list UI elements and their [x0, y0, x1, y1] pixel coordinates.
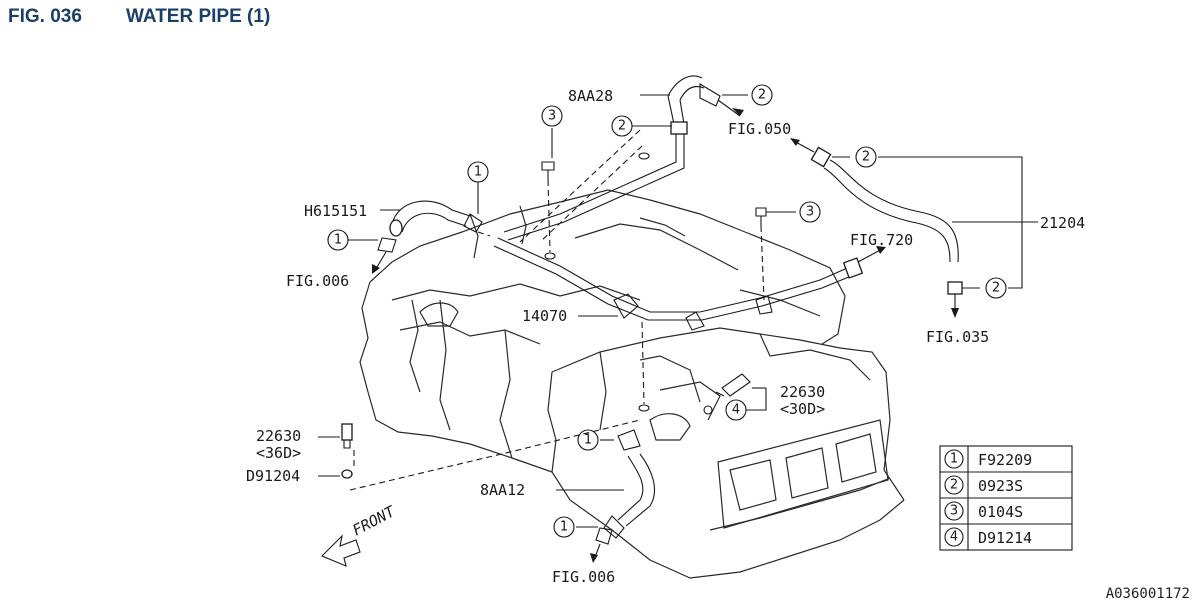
svg-text:1: 1 — [584, 433, 592, 448]
label-22630-36d: 22630 — [256, 427, 301, 445]
svg-text:1: 1 — [560, 520, 568, 535]
callout-circle-4: 4 — [725, 399, 747, 421]
legend-part: 0104S — [978, 503, 1023, 521]
part-labels: 8AA28 H615151 14070 21204 22630 <30D> 22… — [246, 87, 1085, 586]
svg-text:2: 2 — [758, 88, 766, 103]
sensor-22630-36d — [341, 423, 353, 479]
callout-circle-1: 1 — [327, 229, 349, 251]
bolts — [541, 152, 767, 412]
legend-table: 1 F92209 2 0923S 3 0104S 4 D91214 — [939, 445, 1073, 551]
hose-8aa28 — [503, 75, 721, 241]
callout-circle-2: 2 — [985, 277, 1007, 299]
label-h615151: H615151 — [304, 202, 367, 220]
legend-row: 1 F92209 — [944, 449, 1032, 469]
legend-row: 3 0104S — [944, 501, 1023, 521]
label-21204: 21204 — [1040, 214, 1085, 232]
leader-lines — [318, 94, 1038, 563]
svg-text:2: 2 — [862, 150, 870, 165]
svg-text:1: 1 — [334, 233, 342, 248]
svg-text:2: 2 — [992, 281, 1000, 296]
label-22630-30d-sub: <30D> — [780, 400, 825, 418]
legend-part: 0923S — [978, 477, 1023, 495]
engine-block — [359, 189, 905, 579]
ref-fig006-bottom: FIG.006 — [552, 568, 615, 586]
callout-circle-1: 1 — [553, 516, 575, 538]
svg-text:1: 1 — [474, 165, 482, 180]
dashed-guides — [349, 129, 765, 491]
pipe-14070 — [493, 237, 864, 331]
legend-row: 4 D91214 — [944, 527, 1032, 547]
legend-part: D91214 — [978, 529, 1032, 547]
callout-circle-2: 2 — [855, 146, 877, 168]
svg-text:3: 3 — [806, 205, 814, 220]
label-d91204: D91204 — [246, 467, 300, 485]
svg-text:1: 1 — [950, 452, 958, 467]
callout-circle-2: 2 — [751, 84, 773, 106]
svg-text:3: 3 — [950, 504, 958, 519]
callout-circles: 1 1 1 1 2 2 2 2 3 3 4 — [327, 84, 1007, 538]
callout-circle-1: 1 — [467, 161, 489, 183]
diagram-code: A036001172 — [1105, 586, 1190, 602]
callout-circle-3: 3 — [799, 201, 821, 223]
ref-fig006-left: FIG.006 — [286, 272, 349, 290]
front-label: FRONT — [349, 502, 398, 540]
hose-21204 — [810, 146, 963, 295]
sensor-22630-30d — [703, 373, 751, 415]
label-8aa12: 8AA12 — [480, 481, 525, 499]
callout-circle-1: 1 — [577, 429, 599, 451]
svg-text:3: 3 — [548, 109, 556, 124]
ref-fig720: FIG.720 — [850, 231, 913, 249]
label-22630-36d-sub: <36D> — [256, 444, 301, 462]
figure-title: WATER PIPE (1) — [126, 6, 271, 27]
label-14070: 14070 — [522, 307, 567, 325]
callout-circle-3: 3 — [541, 105, 563, 127]
label-22630-30d: 22630 — [780, 383, 825, 401]
ref-fig035: FIG.035 — [926, 328, 989, 346]
svg-text:4: 4 — [950, 530, 958, 545]
figure-header: FIG. 036 WATER PIPE (1) — [8, 6, 270, 28]
svg-text:4: 4 — [732, 403, 740, 418]
svg-text:2: 2 — [618, 119, 626, 134]
legend-row: 2 0923S — [944, 475, 1023, 495]
svg-text:2: 2 — [950, 478, 958, 493]
figure-number: FIG. 036 — [8, 6, 82, 27]
label-8aa28: 8AA28 — [568, 87, 613, 105]
front-arrow: FRONT — [321, 502, 399, 567]
hose-h615151 — [377, 200, 483, 253]
ref-fig050: FIG.050 — [728, 120, 791, 138]
callout-circle-2: 2 — [611, 115, 633, 137]
legend-part: F92209 — [978, 451, 1032, 469]
hose-8aa12 — [595, 429, 655, 545]
